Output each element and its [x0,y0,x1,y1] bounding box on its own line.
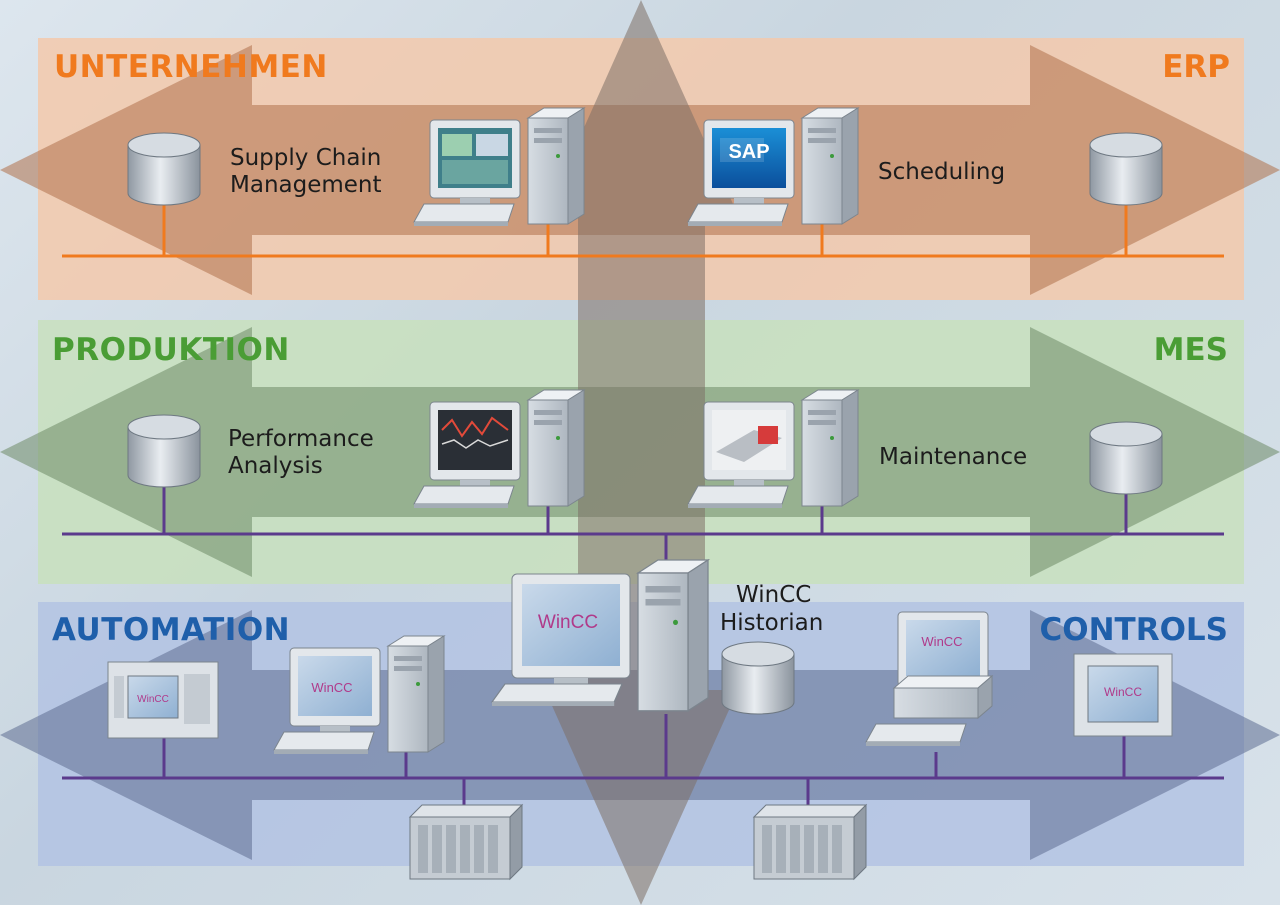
hmi-left-wincc-text: WinCC [137,694,169,705]
automation-workstation-right-icon: WinCC [865,611,994,747]
maintenance-database-icon [1089,421,1163,495]
erp-bus [62,200,1224,258]
maintenance-workstation-icon [687,389,859,509]
automation-workstation-left-icon: WinCC [273,635,445,755]
enterprise-title: UNTERNEHMEN [54,49,328,85]
scm-workstation-icon [413,107,585,227]
scheduling-database-icon [1089,132,1163,206]
plc-left-icon [409,804,523,880]
maintenance-label: Maintenance [879,444,1027,470]
scheduling-workstation-icon: SAP [687,107,859,227]
performance-database-icon [127,414,201,488]
sap-screen-text: SAP [728,141,769,163]
plc-right-icon [753,804,867,880]
mes-bus [62,482,1224,562]
scm-label-line1: Supply Chain [230,145,381,171]
performance-label-line1: Performance [228,426,374,452]
hmi-panel-right-icon: WinCC [1073,653,1173,737]
mes-tag: MES [1154,332,1228,368]
ws-right-wincc-text: WinCC [921,634,962,649]
ws-left-wincc-text: WinCC [311,680,352,695]
hmi-right-wincc-text: WinCC [1104,685,1142,699]
automation-bus [62,714,1224,806]
scm-database-icon [127,132,201,206]
historian-label-line1: WinCC [736,582,811,608]
scm-label-line2: Management [230,172,382,198]
scheduling-label: Scheduling [878,159,1005,185]
central-wincc-text: WinCC [538,612,598,633]
wincc-central-workstation-icon: WinCC [491,559,709,712]
performance-workstation-icon [413,389,585,509]
production-title: PRODUKTION [52,332,290,368]
controls-tag: CONTROLS [1040,612,1229,648]
historian-label-line2: Historian [720,610,823,636]
automation-title: AUTOMATION [52,612,290,648]
performance-label-line2: Analysis [228,453,323,479]
hmi-panel-left-icon: WinCC [107,661,219,739]
historian-database-icon [721,641,795,715]
erp-tag: ERP [1162,49,1230,85]
